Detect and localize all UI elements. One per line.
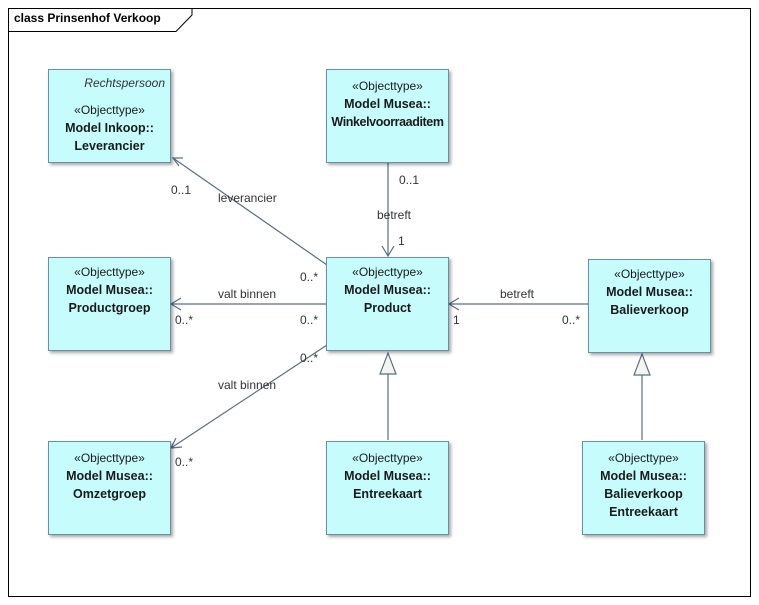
- multiplicity-betreft-balieverkoop-target: 1: [453, 313, 460, 327]
- class-name-line1: Model Inkoop::: [65, 121, 154, 135]
- class-product[interactable]: «Objecttype» Model Musea:: Product: [326, 257, 449, 351]
- class-name-line1: Model Musea::: [606, 285, 693, 299]
- association-leverancier[interactable]: [172, 157, 328, 266]
- relation-name-betreft-balieverkoop: betreft: [500, 287, 535, 301]
- relation-name-betreft-winkelvoorraaditem: betreft: [377, 208, 412, 222]
- class-stereotype: «Objecttype»: [608, 451, 679, 465]
- class-omzetgroep[interactable]: «Objecttype» Model Musea:: Omzetgroep: [48, 441, 171, 535]
- generalization-arrowhead-balieverkoop-entreekaart: [633, 352, 651, 376]
- multiplicity-valt-binnen-productgroep-source: 0..*: [300, 313, 319, 327]
- class-name-line2: Productgroep: [68, 301, 151, 315]
- class-name-line1: Model Musea::: [66, 469, 153, 483]
- class-name-line1: Model Musea::: [66, 283, 153, 297]
- multiplicity-leverancier-source: 0..*: [300, 270, 319, 284]
- class-name-line2: Product: [363, 301, 412, 315]
- arrowhead-leverancier: [171, 157, 183, 167]
- class-winkelvoorraaditem[interactable]: «Objecttype» Model Musea:: Winkelvoorraa…: [326, 69, 449, 163]
- frame-title: class Prinsenhof Verkoop: [14, 11, 161, 25]
- class-name-line2: Balieverkoop: [604, 487, 683, 501]
- class-tag: Rechtspersoon: [84, 76, 165, 90]
- class-name-line1: Model Musea::: [344, 283, 431, 297]
- relation-name-leverancier: leverancier: [218, 191, 277, 205]
- class-productgroep[interactable]: «Objecttype» Model Musea:: Productgroep: [48, 257, 171, 351]
- multiplicity-leverancier-target: 0..1: [171, 183, 192, 197]
- class-name-line2: Omzetgroep: [73, 487, 146, 501]
- class-balieverkoop-entreekaart[interactable]: «Objecttype» Model Musea:: Balieverkoop …: [582, 441, 705, 535]
- arrowhead-valt-binnen-productgroep: [169, 297, 182, 311]
- multiplicity-betreft-balieverkoop-source: 0..*: [562, 313, 581, 327]
- class-entreekaart[interactable]: «Objecttype» Model Musea:: Entreekaart: [326, 441, 449, 535]
- multiplicity-valt-binnen-productgroep-target: 0..*: [175, 313, 194, 327]
- class-balieverkoop[interactable]: «Objecttype» Model Musea:: Balieverkoop: [588, 259, 711, 353]
- class-stereotype: «Objecttype»: [614, 267, 685, 281]
- multiplicity-valt-binnen-omzetgroep-source: 0..*: [300, 351, 319, 365]
- generalization-arrowhead-entreekaart: [379, 351, 397, 375]
- class-name-line2: Entreekaart: [353, 487, 422, 501]
- arrowhead-betreft-winkelvoorraaditem: [381, 245, 395, 258]
- relation-name-valt-binnen-productgroep: valt binnen: [218, 287, 277, 301]
- arrowhead-valt-binnen-omzetgroep: [169, 437, 183, 449]
- multiplicity-betreft-winkelvoorraaditem-source: 0..1: [399, 173, 420, 187]
- class-name-line2: Balieverkoop: [610, 303, 689, 317]
- class-name-line1: Model Musea::: [600, 469, 687, 483]
- relation-name-valt-binnen-omzetgroep: valt binnen: [218, 378, 277, 392]
- arrowhead-betreft-balieverkoop: [447, 297, 460, 311]
- class-name-line3: Entreekaart: [609, 505, 678, 519]
- frame-tab: [8, 8, 193, 32]
- class-name-line1: Model Musea::: [344, 469, 431, 483]
- class-stereotype: «Objecttype»: [74, 103, 145, 117]
- class-stereotype: «Objecttype»: [74, 265, 145, 279]
- class-stereotype: «Objecttype»: [74, 451, 145, 465]
- class-leverancier[interactable]: Rechtspersoon «Objecttype» Model Inkoop:…: [48, 69, 171, 163]
- association-valt-binnen-omzetgroep[interactable]: [170, 344, 328, 449]
- class-stereotype: «Objecttype»: [352, 265, 423, 279]
- multiplicity-betreft-winkelvoorraaditem-target: 1: [398, 234, 405, 248]
- class-name-line1: Model Musea::: [344, 97, 431, 111]
- class-name-line2: Winkelvoorraaditem: [331, 115, 444, 129]
- class-name-line2: Leverancier: [74, 139, 145, 153]
- class-stereotype: «Objecttype»: [352, 451, 423, 465]
- class-stereotype: «Objecttype»: [352, 79, 423, 93]
- multiplicity-valt-binnen-omzetgroep-target: 0..*: [175, 455, 194, 469]
